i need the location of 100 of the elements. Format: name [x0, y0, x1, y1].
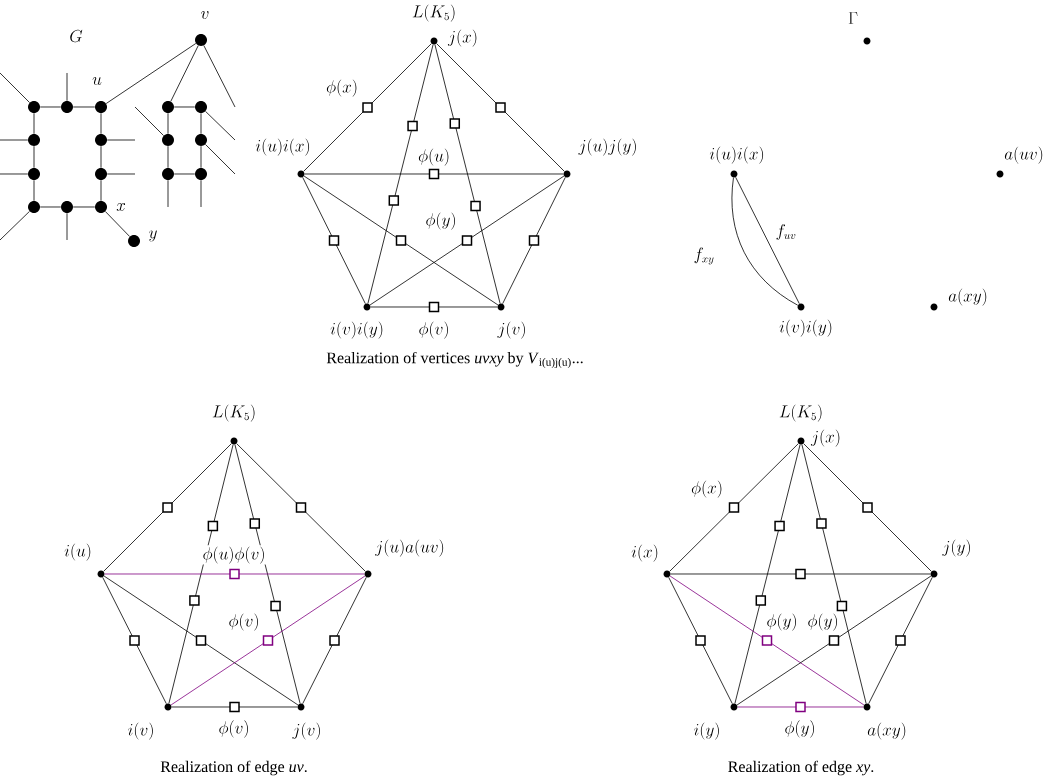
graph-edge — [502, 176, 566, 305]
graph-edge — [33, 145, 35, 169]
math-label: $\phi(y)$ — [424, 211, 458, 231]
math-label: $\phi(u)$ — [417, 147, 451, 167]
vertex-label: $y$ — [149, 230, 157, 242]
vertex-label: $j(v)$ — [292, 722, 320, 740]
graph-edge — [104, 211, 131, 237]
graph-edge — [66, 72, 68, 102]
graph-edge — [102, 576, 167, 705]
math-label: $L(K_5)$ — [410, 3, 458, 23]
math-label: $G$ — [68, 29, 84, 43]
graph-edge — [167, 179, 169, 208]
graph-edge — [369, 175, 565, 306]
graph-edge — [106, 173, 136, 175]
graph-edge — [0, 173, 29, 175]
graph-edge — [0, 139, 29, 141]
math-label: $L(K_5)$ — [777, 403, 825, 423]
graph-edge — [669, 575, 865, 706]
graph-edge — [801, 444, 867, 704]
math-label: $\phi(y)$ — [765, 612, 799, 632]
graph-edge — [736, 575, 932, 706]
graph-edge — [100, 112, 102, 135]
vertex-label: $i(v)i(y)$ — [779, 319, 832, 337]
graph-edge — [168, 444, 234, 704]
graph-edge — [803, 443, 932, 572]
vertex-label: $\Gamma$ — [848, 12, 858, 24]
vertex-label: $a(xy)$ — [948, 288, 987, 306]
graph-edge — [167, 145, 169, 169]
graph-edge — [39, 206, 62, 208]
graph-edge — [436, 43, 565, 172]
graph-edge — [668, 576, 733, 705]
graph-edge — [173, 173, 196, 175]
graph-edge — [72, 106, 96, 108]
graph-edge — [104, 573, 365, 575]
vertex-label: $j(y)$ — [942, 539, 970, 557]
graph-edge — [33, 112, 35, 135]
math-label: $L(K_5)$ — [210, 403, 258, 423]
graph-edge — [200, 145, 202, 169]
caption: Realization of vertices uvxy by V$_{i(u)j(u)}$... — [326, 351, 583, 369]
vertex-label: $j(u)j(y)$ — [578, 138, 636, 156]
graph-edge — [0, 210, 30, 241]
graph-edge — [670, 573, 931, 575]
graph-edge — [434, 44, 501, 304]
graph-edge — [367, 44, 434, 304]
math-label: $\phi(y)$ — [783, 719, 817, 739]
math-label: $\phi(v)$ — [417, 320, 451, 340]
graph-edge — [173, 106, 196, 108]
vertex-label: $x$ — [116, 203, 126, 211]
math-label: $\phi(x)$ — [690, 479, 724, 499]
graph-edge — [170, 575, 366, 706]
vertex-label: $u$ — [92, 77, 102, 85]
graph-edge — [737, 706, 864, 708]
graph-edge — [106, 139, 136, 141]
graph-edge — [734, 444, 801, 704]
graph-edge — [303, 175, 499, 306]
math-label: $\phi(x)$ — [325, 78, 359, 98]
graph-edge — [72, 206, 96, 208]
graph-edge — [868, 576, 933, 705]
graph-edge — [370, 306, 498, 308]
graph-edge — [66, 212, 68, 241]
graph-edge — [200, 112, 202, 135]
vertex-label: $j(x)$ — [810, 429, 840, 447]
caption: Realization of edge xy. — [728, 760, 874, 776]
vertex-label: $j(u)a(uv)$ — [375, 539, 444, 557]
graph-edge — [236, 443, 366, 572]
math-label: $\phi(u)\phi(v)$ — [201, 545, 267, 565]
vertex-label: $i(v)i(y)$ — [330, 321, 383, 339]
vertex-label: $a(uv)$ — [1004, 146, 1043, 164]
graph-edge — [100, 179, 102, 202]
graph-edge — [170, 45, 199, 102]
graph-edge — [39, 106, 62, 108]
graph-edge — [234, 444, 301, 704]
graph-edge — [302, 576, 367, 705]
vertex-label: $i(u)i(x)$ — [255, 138, 310, 156]
caption: Realization of edge uv. — [160, 760, 307, 776]
graph-edge — [669, 443, 799, 572]
graph-edge — [0, 72, 30, 104]
vertex-label: $v$ — [201, 11, 209, 19]
edge-label: $f_{uv}$ — [774, 223, 798, 241]
graph-edge — [205, 144, 236, 175]
graph-edge — [203, 45, 236, 108]
math-label: $\phi(v)$ — [227, 612, 261, 632]
graph-edge — [302, 176, 366, 305]
vertex-label: $a(xy)$ — [867, 722, 906, 740]
graph-edge — [171, 706, 298, 708]
vertex-label: $i(u)$ — [64, 543, 91, 561]
vertex-label: $j(x)$ — [447, 29, 477, 47]
vertex-label: $i(y)$ — [694, 722, 719, 740]
graph-edge — [304, 173, 564, 175]
graph-edge — [103, 575, 299, 706]
math-label: $\phi(y)$ — [806, 612, 840, 632]
graph-edge — [205, 110, 236, 141]
graph-edge — [303, 43, 432, 172]
vertex-label: $j(v)$ — [497, 321, 525, 339]
vertex-label: $i(v)$ — [128, 722, 153, 740]
graph-edge — [103, 443, 232, 572]
graph-edge — [134, 106, 164, 136]
graph-edge — [167, 112, 169, 135]
math-label: $\phi(v)$ — [217, 719, 251, 739]
vertex-label: $i(x)$ — [631, 544, 658, 562]
